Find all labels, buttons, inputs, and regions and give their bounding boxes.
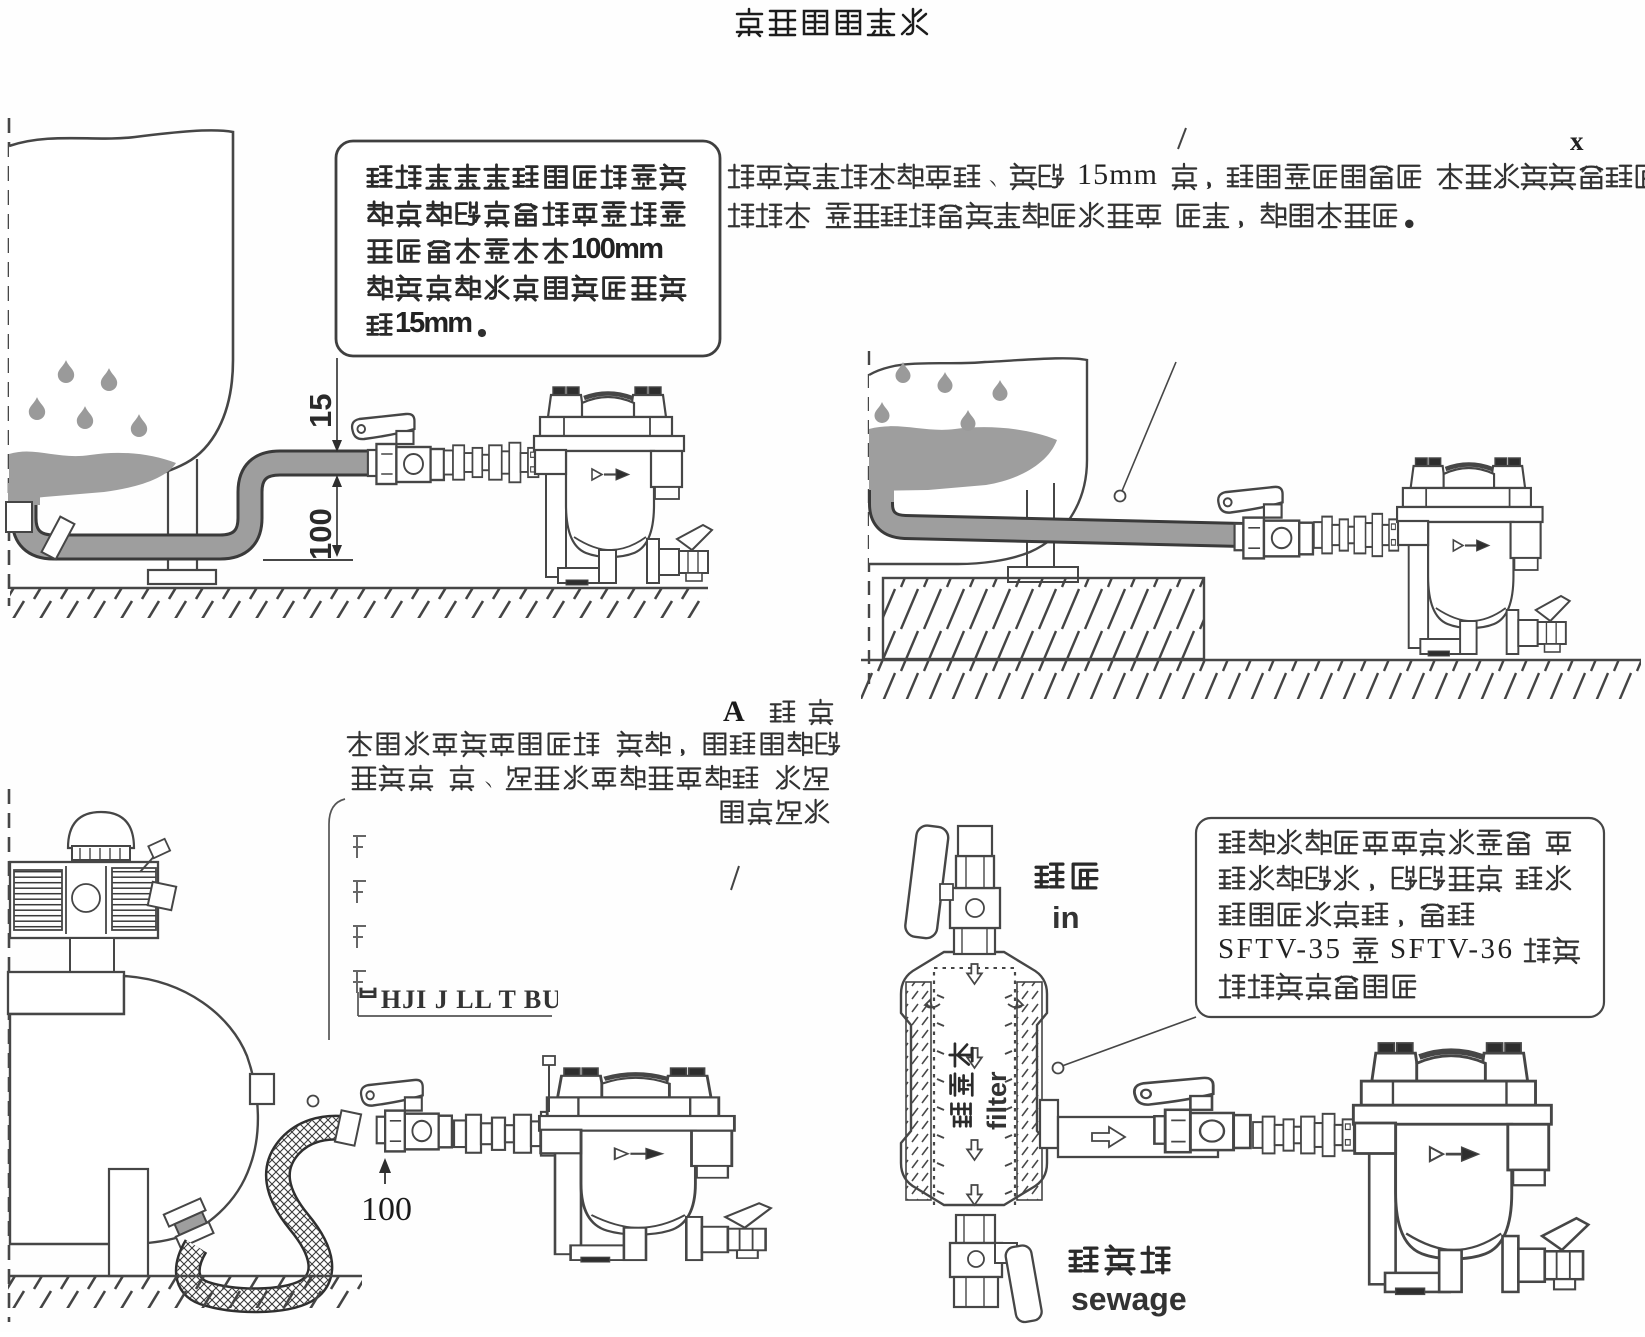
- svg-text:100: 100: [361, 1191, 412, 1228]
- svg-text:ᄇHJI J LL T BUNE: ᄇHJI J LL T BUNE: [356, 985, 600, 1014]
- svg-text:SFTV-36: SFTV-36: [1390, 933, 1512, 965]
- svg-text:filter: filter: [982, 1071, 1012, 1130]
- svg-text:A: A: [723, 695, 745, 728]
- svg-text:15mm: 15mm: [1077, 158, 1157, 191]
- svg-text:SFTV-35: SFTV-35: [1218, 933, 1340, 965]
- svg-text:x: x: [1570, 126, 1584, 156]
- svg-text:15mm: 15mm: [395, 307, 473, 339]
- svg-text:in: in: [1052, 900, 1080, 935]
- svg-text:100: 100: [303, 508, 338, 560]
- svg-text:sewage: sewage: [1071, 1281, 1187, 1317]
- svg-text:100mm: 100mm: [571, 233, 664, 265]
- svg-text:15: 15: [303, 394, 338, 428]
